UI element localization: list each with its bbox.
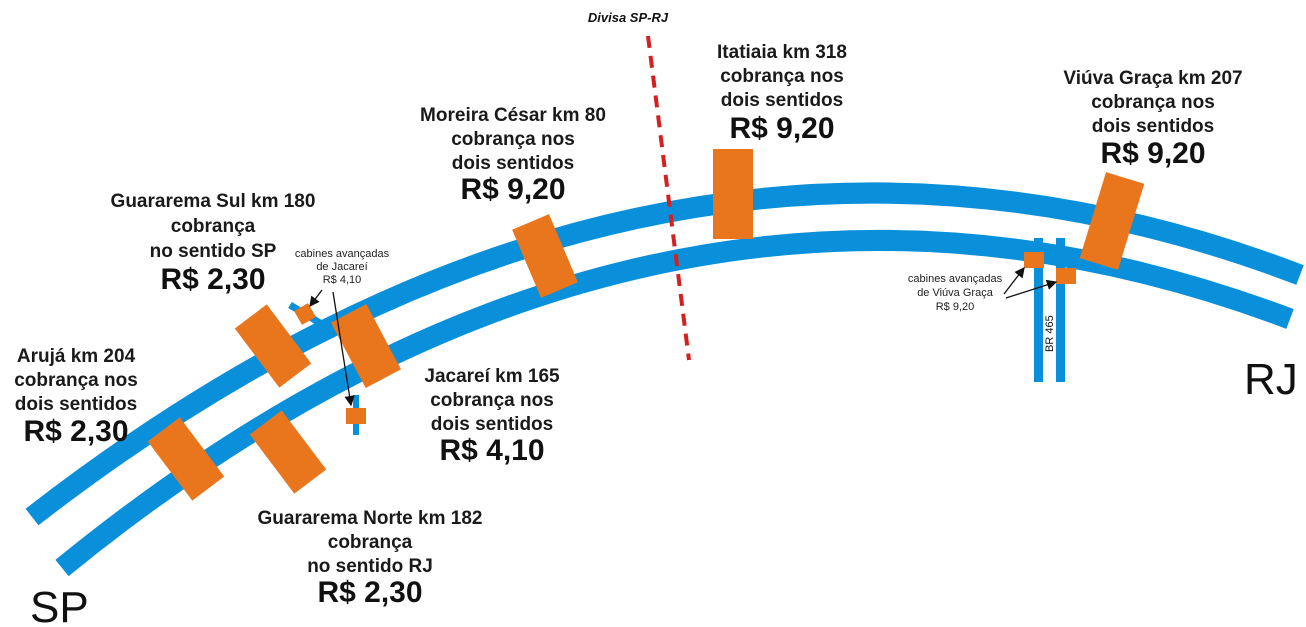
svg-text:cabines avançadas: cabines avançadas [908, 273, 1003, 285]
booth-guararema-norte [249, 410, 327, 494]
svg-text:R$ 9,20: R$ 9,20 [729, 112, 834, 145]
plaza-label-guararema-norte: Guararema Norte km 182 cobrança no senti… [258, 508, 483, 609]
svg-text:Guararema Sul km 180: Guararema Sul km 180 [111, 191, 316, 212]
toll-booths [147, 149, 1145, 501]
svg-text:Jacareí km 165: Jacareí km 165 [424, 366, 560, 387]
booth-itatiaia [713, 149, 753, 239]
svg-text:dois sentidos: dois sentidos [1092, 116, 1214, 137]
svg-text:cobrança nos: cobrança nos [14, 370, 138, 391]
svg-text:no sentido SP: no sentido SP [150, 241, 277, 262]
border-line [646, 35, 691, 361]
advanced-note-viuva-graca: cabines avançadas de Viúva Graça R$ 9,20 [908, 273, 1003, 313]
svg-text:dois sentidos: dois sentidos [452, 153, 574, 174]
br465-lane-left [1034, 238, 1043, 382]
svg-text:cobrança nos: cobrança nos [451, 129, 575, 150]
endpoint-end: RJ [1244, 355, 1298, 404]
booth-advanced-jacarei-2 [346, 408, 366, 424]
plaza-label-jacarei: Jacareí km 165 cobrança nos dois sentido… [424, 366, 560, 467]
plaza-label-viuva-graca: Viúva Graça km 207 cobrança nos dois sen… [1063, 68, 1242, 170]
booth-aruja [147, 417, 225, 501]
svg-text:Viúva Graça km 207: Viúva Graça km 207 [1063, 68, 1242, 89]
svg-text:R$ 4,10: R$ 4,10 [323, 274, 362, 286]
callout-arrows [309, 266, 1058, 407]
plaza-label-moreira-cesar: Moreira César km 80 cobrança nos dois se… [420, 105, 606, 206]
plaza-label-guararema-sul: Guararema Sul km 180 cobrança no sentido… [111, 191, 316, 296]
svg-text:Moreira César km 80: Moreira César km 80 [420, 105, 606, 126]
br465-label: BR 465 [1044, 315, 1056, 352]
svg-text:de Jacareí: de Jacareí [316, 261, 367, 273]
plaza-label-itatiaia: Itatiaia km 318 cobrança nos dois sentid… [717, 42, 847, 145]
svg-text:cobrança nos: cobrança nos [430, 390, 554, 411]
booth-advanced-jacarei-1 [294, 303, 316, 325]
svg-text:R$ 9,20: R$ 9,20 [936, 301, 975, 313]
svg-text:cobrança nos: cobrança nos [720, 66, 844, 87]
svg-text:Guararema Norte km 182: Guararema Norte km 182 [258, 508, 483, 529]
endpoint-start: SP [30, 583, 89, 627]
svg-text:dois sentidos: dois sentidos [431, 414, 553, 435]
booth-advanced-viuva-2 [1056, 268, 1076, 284]
svg-text:de Viúva Graça: de Viúva Graça [917, 287, 994, 299]
svg-text:Arujá km 204: Arujá km 204 [17, 346, 136, 367]
svg-text:R$ 2,30: R$ 2,30 [23, 415, 128, 448]
svg-text:R$ 9,20: R$ 9,20 [1100, 137, 1205, 170]
svg-text:dois sentidos: dois sentidos [721, 90, 843, 111]
svg-text:cobrança nos: cobrança nos [1091, 92, 1215, 113]
booth-viuva-graca [1079, 172, 1145, 270]
svg-text:dois sentidos: dois sentidos [15, 394, 137, 415]
svg-text:Itatiaia km 318: Itatiaia km 318 [717, 42, 847, 63]
booth-advanced-viuva-1 [1024, 252, 1044, 268]
booth-guararema-sul [234, 304, 312, 388]
advanced-note-jacarei: cabines avançadas de Jacareí R$ 4,10 [295, 248, 390, 286]
plaza-label-aruja: Arujá km 204 cobrança nos dois sentidos … [14, 346, 138, 448]
svg-text:R$ 2,30: R$ 2,30 [160, 263, 265, 296]
svg-text:R$ 9,20: R$ 9,20 [460, 173, 565, 206]
svg-text:R$ 4,10: R$ 4,10 [439, 434, 544, 467]
svg-text:R$ 2,30: R$ 2,30 [317, 576, 422, 609]
svg-text:cobrança: cobrança [328, 532, 413, 553]
border-label: Divisa SP-RJ [588, 10, 669, 25]
svg-text:cobrança: cobrança [171, 216, 256, 237]
svg-text:no sentido RJ: no sentido RJ [307, 556, 433, 577]
svg-text:cabines avançadas: cabines avançadas [295, 248, 390, 260]
br465-lane-right [1056, 238, 1065, 382]
booth-jacarei [330, 303, 402, 389]
booth-moreira-cesar [512, 214, 578, 298]
br465-road: BR 465 [1034, 238, 1065, 382]
